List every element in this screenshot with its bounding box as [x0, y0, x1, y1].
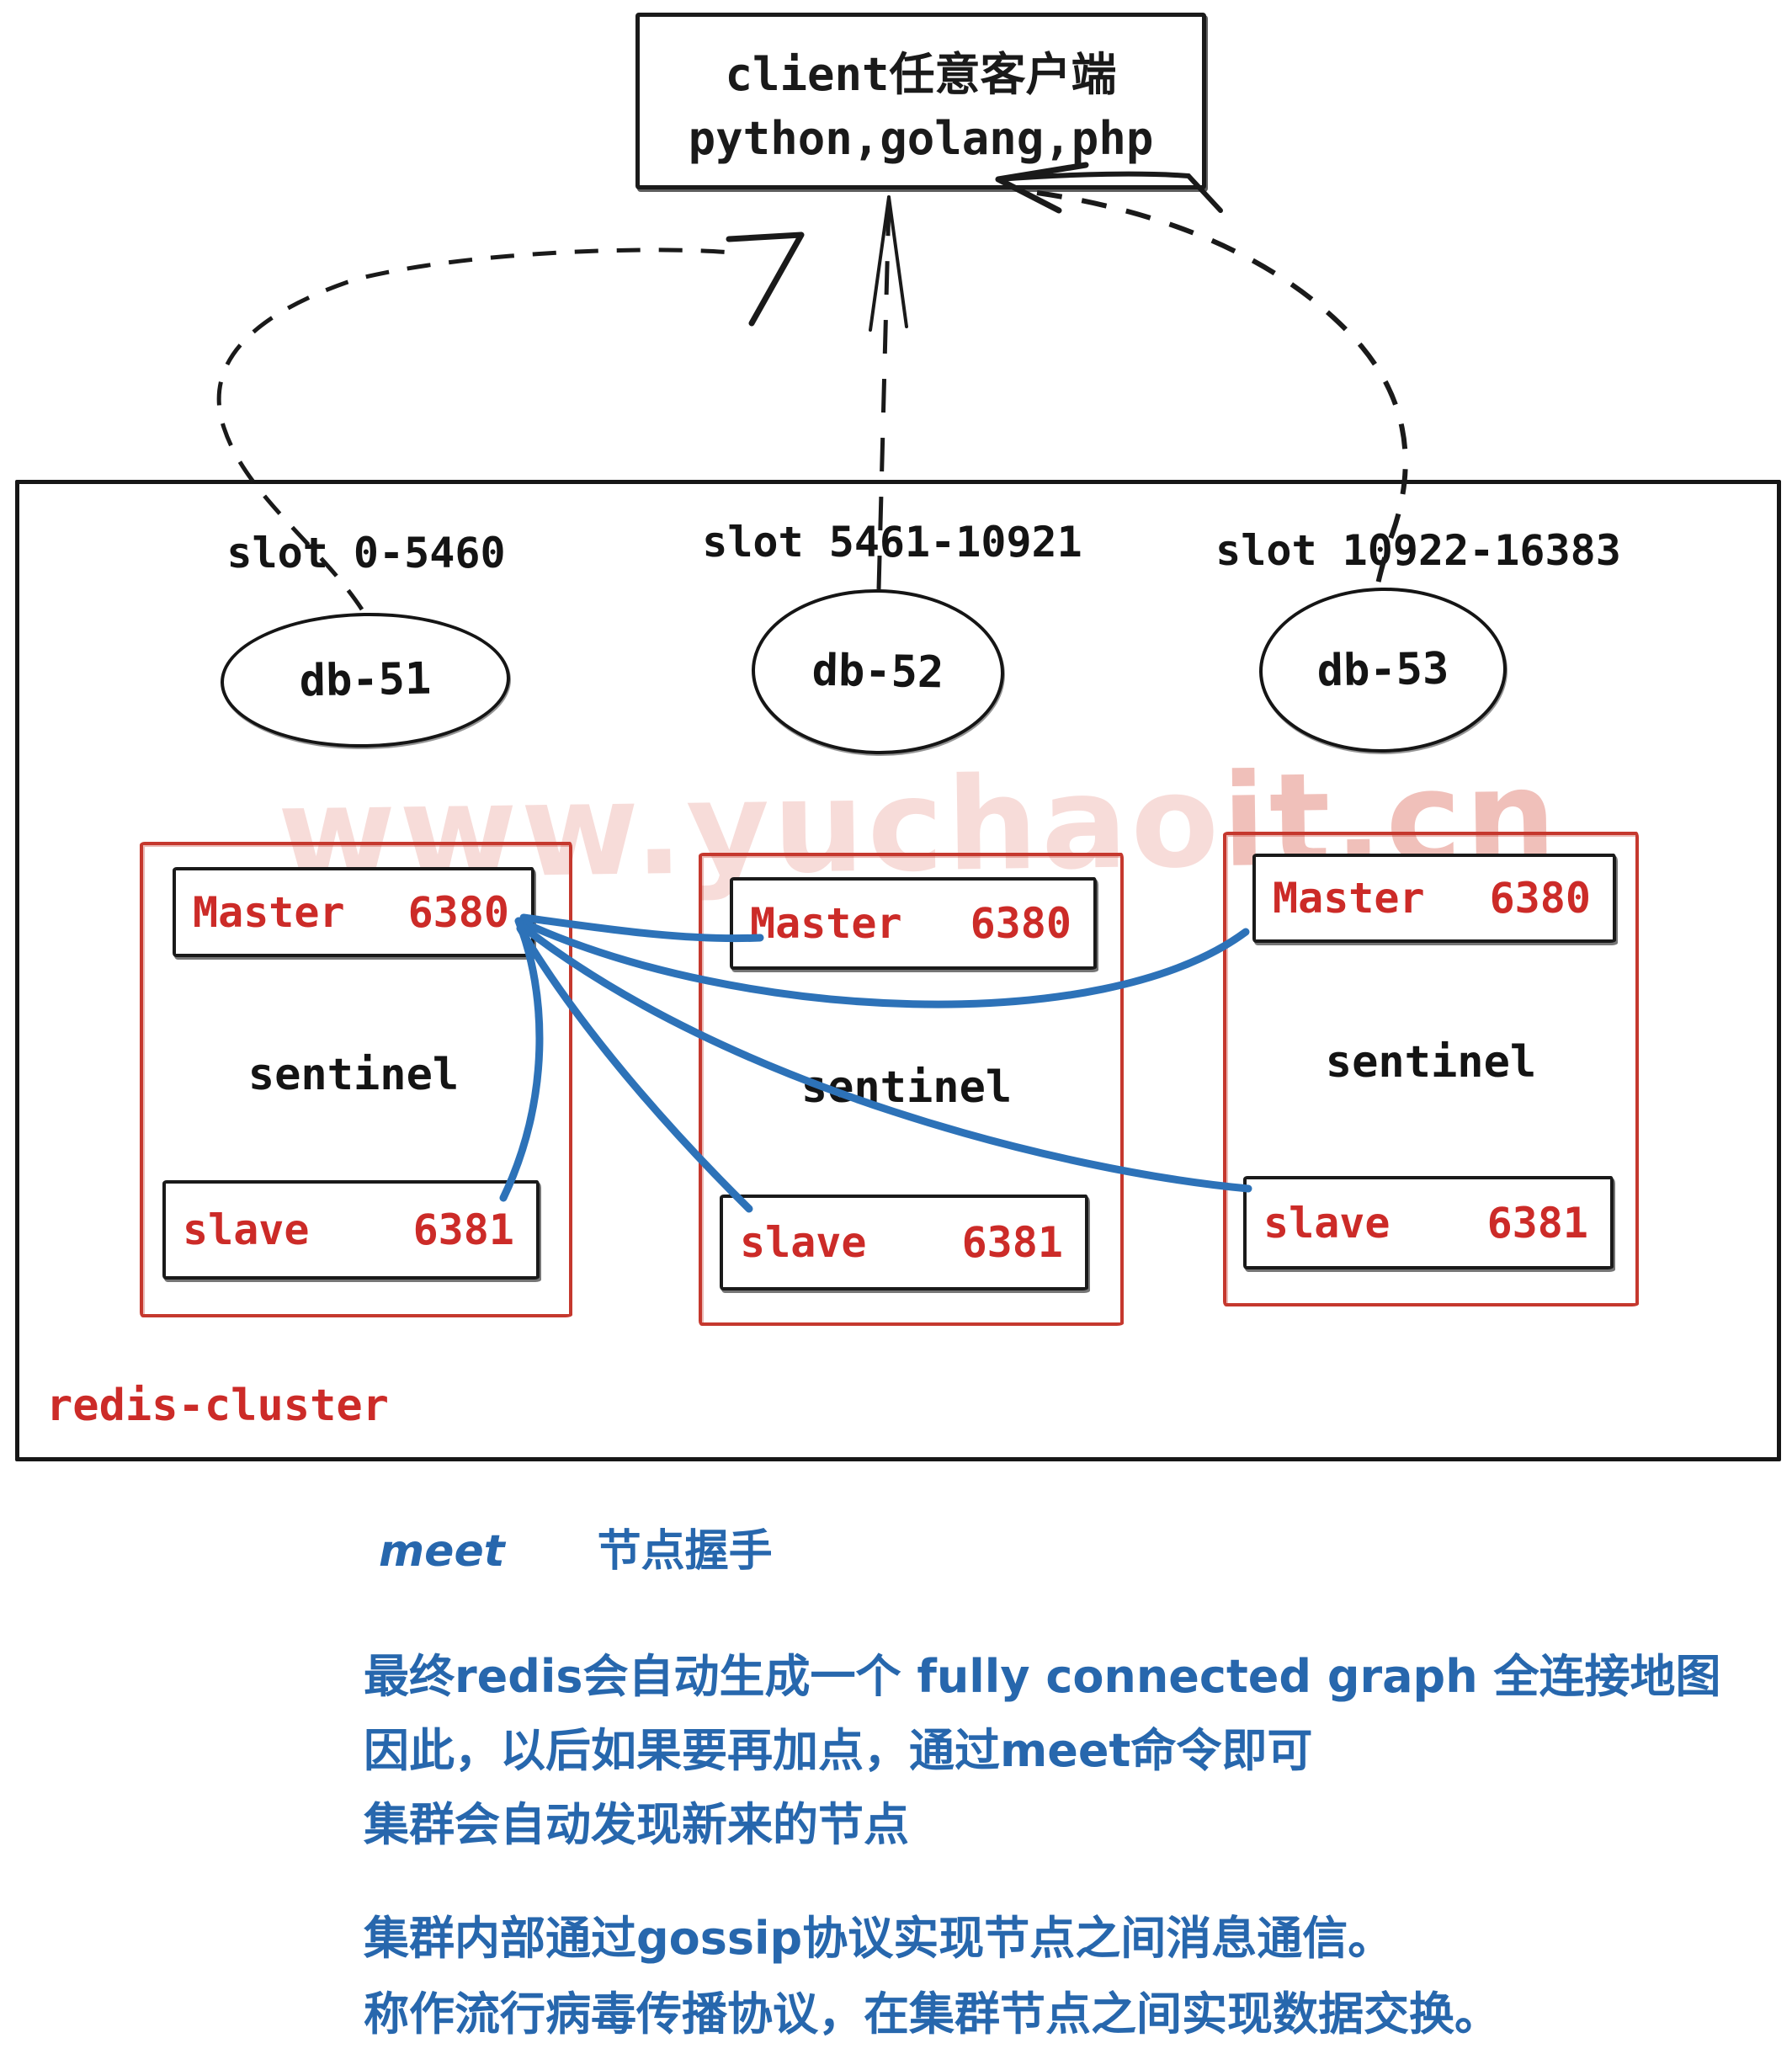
- master-port-1: 6380: [407, 887, 509, 937]
- note-meet: meet 节点握手: [379, 1515, 773, 1578]
- master-port-3: 6380: [1489, 874, 1591, 923]
- slave-port-1: 6381: [412, 1205, 514, 1254]
- sentinel-label-3: sentinel: [1325, 1037, 1537, 1088]
- client-box-line1: client任意客户端: [725, 48, 1117, 101]
- slot-label-3: slot 10922-16383: [1215, 526, 1621, 575]
- slave-port-3: 6381: [1486, 1198, 1588, 1248]
- note-line: 称作流行病毒传播协议，在集群节点之间实现数据交换。: [364, 1987, 1500, 2041]
- note-meet-text: 节点握手: [597, 1526, 773, 1577]
- master-port-2: 6380: [970, 899, 1071, 948]
- redis-cluster-box: [15, 480, 1781, 1461]
- db-node-label-2: db-52: [811, 645, 944, 699]
- arrowhead-left: [726, 231, 805, 327]
- master-label-1: Master: [193, 887, 345, 937]
- client-box: client任意客户端 python,golang,php: [635, 13, 1206, 189]
- note-line: 集群内部通过gossip协议实现节点之间消息通信。: [364, 1912, 1394, 1965]
- note-line: 最终redis会自动生成一个 fully connected graph 全连接…: [364, 1650, 1721, 1703]
- master-box-3: Master 6380: [1252, 854, 1616, 943]
- slave-box-1: slave 6381: [162, 1180, 540, 1280]
- slave-port-2: 6381: [961, 1218, 1063, 1267]
- arrowhead-middle: [869, 195, 908, 332]
- db-node-label-3: db-53: [1316, 643, 1449, 697]
- slave-box-3: slave 6381: [1243, 1176, 1614, 1269]
- note-line: 集群会自动发现新来的节点: [364, 1798, 909, 1851]
- slave-label-1: slave: [183, 1205, 310, 1254]
- note-paragraph-1: 最终redis会自动生成一个 fully connected graph 全连接…: [364, 1640, 1720, 1862]
- slot-label-1: slot 0-5460: [226, 529, 506, 577]
- redis-cluster-label: redis-cluster: [46, 1381, 389, 1431]
- master-label-3: Master: [1273, 874, 1425, 923]
- slave-box-2: slave 6381: [720, 1195, 1088, 1290]
- slave-label-3: slave: [1263, 1198, 1391, 1248]
- master-box-2: Master 6380: [730, 877, 1097, 970]
- slot-label-2: slot 5461-10921: [702, 518, 1082, 567]
- note-paragraph-2: 集群内部通过gossip协议实现节点之间消息通信。 称作流行病毒传播协议，在集群…: [364, 1901, 1500, 2052]
- client-box-line2: python,golang,php: [688, 112, 1154, 165]
- slave-label-2: slave: [740, 1218, 867, 1267]
- db-node-label-1: db-51: [299, 653, 432, 707]
- note-meet-keyword: meet: [379, 1526, 505, 1577]
- note-line: 因此，以后如果要再加点，通过meet命令即可: [364, 1724, 1313, 1777]
- master-box-1: Master 6380: [173, 867, 534, 957]
- sentinel-label-1: sentinel: [247, 1050, 460, 1100]
- sentinel-label-2: sentinel: [800, 1062, 1013, 1113]
- master-label-2: Master: [750, 899, 902, 948]
